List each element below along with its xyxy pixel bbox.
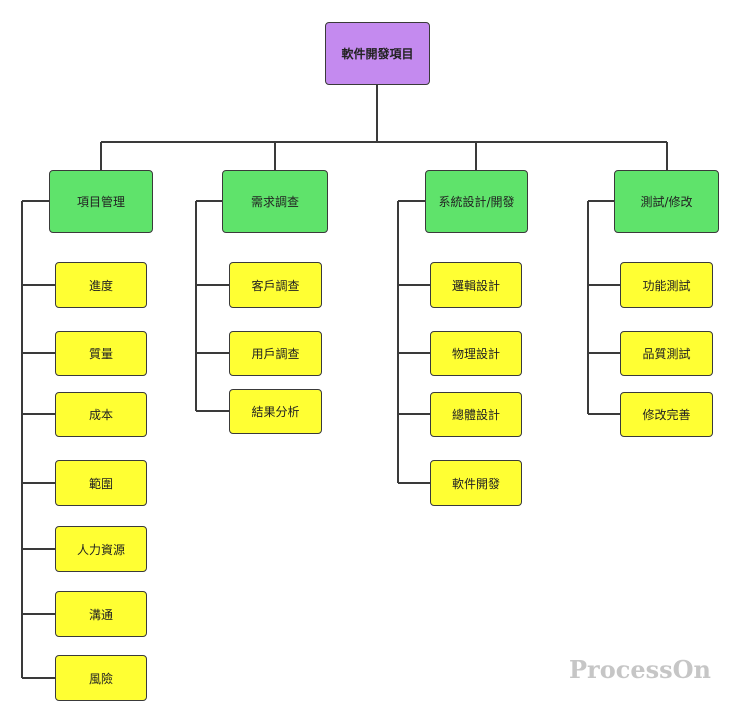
task-node[interactable]: 人力資源 bbox=[55, 526, 147, 572]
task-label: 客戶調查 bbox=[251, 278, 300, 293]
task-label: 修改完善 bbox=[642, 408, 691, 422]
task-node[interactable]: 用戶調查 bbox=[229, 331, 322, 376]
category-label: 項目管理 bbox=[76, 195, 125, 209]
task-node[interactable]: 範圍 bbox=[55, 460, 147, 506]
task-label: 範圍 bbox=[88, 476, 113, 491]
task-node[interactable]: 成本 bbox=[55, 392, 147, 437]
category-label: 系統設計/開發 bbox=[438, 195, 515, 209]
task-label: 用戶調查 bbox=[251, 347, 300, 361]
task-node[interactable]: 功能測試 bbox=[620, 262, 713, 308]
task-label: 質量 bbox=[88, 347, 113, 361]
task-node[interactable]: 總體設計 bbox=[430, 392, 522, 437]
task-node[interactable]: 修改完善 bbox=[620, 392, 713, 437]
category-system-design-development[interactable]: 系統設計/開發 bbox=[425, 170, 528, 233]
processon-watermark: ProcessOn bbox=[569, 655, 711, 684]
task-label: 品質測試 bbox=[642, 347, 691, 361]
task-node[interactable]: 風險 bbox=[55, 655, 147, 701]
task-label: 總體設計 bbox=[451, 408, 500, 422]
root-node[interactable]: 軟件開發項目 bbox=[325, 22, 430, 85]
task-label: 成本 bbox=[88, 408, 113, 422]
category-project-management[interactable]: 項目管理 bbox=[49, 170, 153, 233]
task-node[interactable]: 客戶調查 bbox=[229, 262, 322, 308]
task-label: 風險 bbox=[88, 671, 113, 686]
task-label: 軟件開發 bbox=[451, 476, 500, 491]
task-node[interactable]: 邏輯設計 bbox=[430, 262, 522, 308]
task-node[interactable]: 品質測試 bbox=[620, 331, 713, 376]
category-label: 測試/修改 bbox=[640, 195, 693, 209]
root-label: 軟件開發項目 bbox=[341, 47, 414, 61]
category-requirements-survey[interactable]: 需求調查 bbox=[222, 170, 328, 233]
task-node[interactable]: 軟件開發 bbox=[430, 460, 522, 506]
task-node[interactable]: 物理設計 bbox=[430, 331, 522, 376]
task-node[interactable]: 溝通 bbox=[55, 591, 147, 637]
task-node[interactable]: 質量 bbox=[55, 331, 147, 376]
task-label: 功能測試 bbox=[642, 278, 691, 293]
task-label: 溝通 bbox=[88, 607, 113, 622]
task-label: 進度 bbox=[88, 278, 113, 293]
task-label: 人力資源 bbox=[76, 542, 125, 557]
category-label: 需求調查 bbox=[250, 195, 299, 209]
task-label: 結果分析 bbox=[251, 405, 300, 419]
task-label: 邏輯設計 bbox=[451, 278, 500, 293]
task-node[interactable]: 結果分析 bbox=[229, 389, 322, 434]
task-label: 物理設計 bbox=[451, 347, 500, 361]
category-testing-modification[interactable]: 測試/修改 bbox=[614, 170, 719, 233]
task-node[interactable]: 進度 bbox=[55, 262, 147, 308]
